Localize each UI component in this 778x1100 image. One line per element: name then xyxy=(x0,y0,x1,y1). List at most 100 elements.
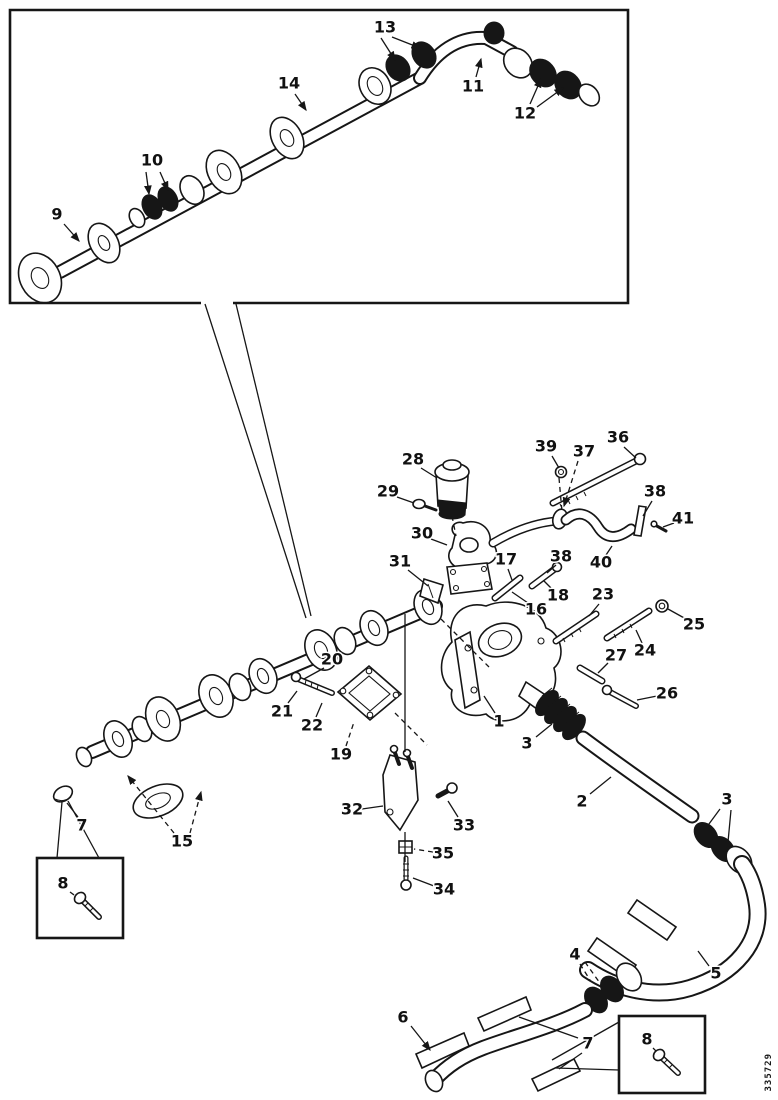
bolt-36 xyxy=(549,452,647,509)
callout-6: 6 xyxy=(397,1008,408,1027)
callout-38: 38 xyxy=(550,547,572,566)
callout-2: 2 xyxy=(576,792,587,811)
callout-leader-35 xyxy=(413,848,434,853)
callout-27: 27 xyxy=(605,646,627,665)
callout-leader-14 xyxy=(294,93,307,112)
callout-8: 8 xyxy=(57,874,68,893)
callout-leader-13 xyxy=(380,37,396,62)
callout-leader-11 xyxy=(474,57,483,78)
tail-pipe-6 xyxy=(414,995,593,1093)
callout-23: 23 xyxy=(592,585,614,604)
inset-pipe-assembly xyxy=(17,21,601,304)
callout-25: 25 xyxy=(683,615,705,634)
callout-5: 5 xyxy=(710,964,721,983)
stud-17 xyxy=(491,574,524,602)
callout-1: 1 xyxy=(493,712,504,731)
stud-38-lower xyxy=(528,561,563,590)
callout-leader-4 xyxy=(584,961,603,987)
callout-leader-3 xyxy=(535,723,553,738)
callout-leader-7 xyxy=(518,1016,579,1039)
hose-40-clamp-38 xyxy=(560,505,668,543)
callout-leader-34 xyxy=(412,877,435,887)
callout-leader-22 xyxy=(315,702,323,718)
callout-leader-1 xyxy=(483,695,496,714)
studs-23-27 xyxy=(552,599,669,709)
coupling-3-lower xyxy=(693,821,753,875)
detail-box-right xyxy=(617,1014,707,1095)
pointer-line xyxy=(235,303,312,617)
callout-leader-36 xyxy=(623,446,637,459)
callout-leader-30 xyxy=(430,538,448,546)
callout-39: 39 xyxy=(535,437,557,456)
detail-box-left xyxy=(35,856,125,940)
callout-leader-19 xyxy=(345,721,355,747)
callout-leader-25 xyxy=(667,608,687,620)
callout-9: 9 xyxy=(51,205,62,224)
exhaust-manifold xyxy=(75,588,443,768)
callout-15: 15 xyxy=(171,832,193,851)
callout-leader-10 xyxy=(159,171,169,192)
pointer-line xyxy=(551,1021,620,1061)
callout-34: 34 xyxy=(433,880,455,899)
callout-leader-37 xyxy=(562,460,579,508)
callout-leader-21 xyxy=(287,690,298,704)
callout-leader-26 xyxy=(636,695,658,701)
callout-leader-28 xyxy=(420,467,438,479)
callout-leader-3 xyxy=(705,808,721,829)
callout-26: 26 xyxy=(656,684,678,703)
callout-leader-38 xyxy=(642,500,653,517)
gasket-19-and-stud-20 xyxy=(290,664,403,722)
curved-pipe-5 xyxy=(579,855,767,1002)
callout-16: 16 xyxy=(525,600,547,619)
callout-leader-27 xyxy=(597,662,609,674)
callout-leader-40 xyxy=(605,545,613,556)
callout-leader-23 xyxy=(588,603,600,617)
callout-4: 4 xyxy=(569,945,580,964)
callout-leader-41 xyxy=(662,522,675,528)
construction-lines-layer xyxy=(56,303,620,1071)
pointer-line xyxy=(451,515,457,537)
callout-17: 17 xyxy=(495,550,517,569)
callout-14: 14 xyxy=(278,74,300,93)
callout-3: 3 xyxy=(721,790,732,809)
callout-leader-32 xyxy=(361,805,384,810)
adapter-assembly-1 xyxy=(440,601,562,722)
callout-33: 33 xyxy=(453,816,475,835)
callout-10: 10 xyxy=(141,151,163,170)
bracket-32 xyxy=(382,744,458,891)
pointer-line xyxy=(204,303,307,619)
callout-leader-20 xyxy=(303,667,325,680)
detail-boxes-layer xyxy=(8,8,707,1095)
pointer-line xyxy=(394,712,428,746)
callout-28: 28 xyxy=(402,450,424,469)
callout-leader-39 xyxy=(551,455,560,469)
pointer-line xyxy=(56,801,63,859)
callout-leader-7 xyxy=(66,802,79,818)
callout-22: 22 xyxy=(301,716,323,735)
callout-8: 8 xyxy=(641,1030,652,1049)
nut-39 xyxy=(554,465,568,479)
callout-leader-29 xyxy=(396,496,415,504)
callout-41: 41 xyxy=(672,509,694,528)
callout-leader-6 xyxy=(410,1025,431,1052)
callout-leader-5 xyxy=(697,950,710,967)
callout-7: 7 xyxy=(76,816,87,835)
callout-leader-17 xyxy=(507,568,513,581)
callout-leader-9 xyxy=(63,223,80,242)
callout-12: 12 xyxy=(514,104,536,123)
callout-leader-13 xyxy=(391,36,422,49)
flex-coupling-3 xyxy=(535,687,586,741)
callout-leader-4 xyxy=(579,963,591,981)
gasket-15 xyxy=(132,783,184,819)
callout-35: 35 xyxy=(432,844,454,863)
callout-19: 19 xyxy=(330,745,352,764)
callout-40: 40 xyxy=(590,553,612,572)
callout-leader-18 xyxy=(543,580,553,590)
callout-leader-15 xyxy=(127,774,175,834)
pointer-line xyxy=(558,477,563,513)
bolt-8-right xyxy=(652,1048,681,1076)
callout-21: 21 xyxy=(271,702,293,721)
callout-29: 29 xyxy=(377,482,399,501)
